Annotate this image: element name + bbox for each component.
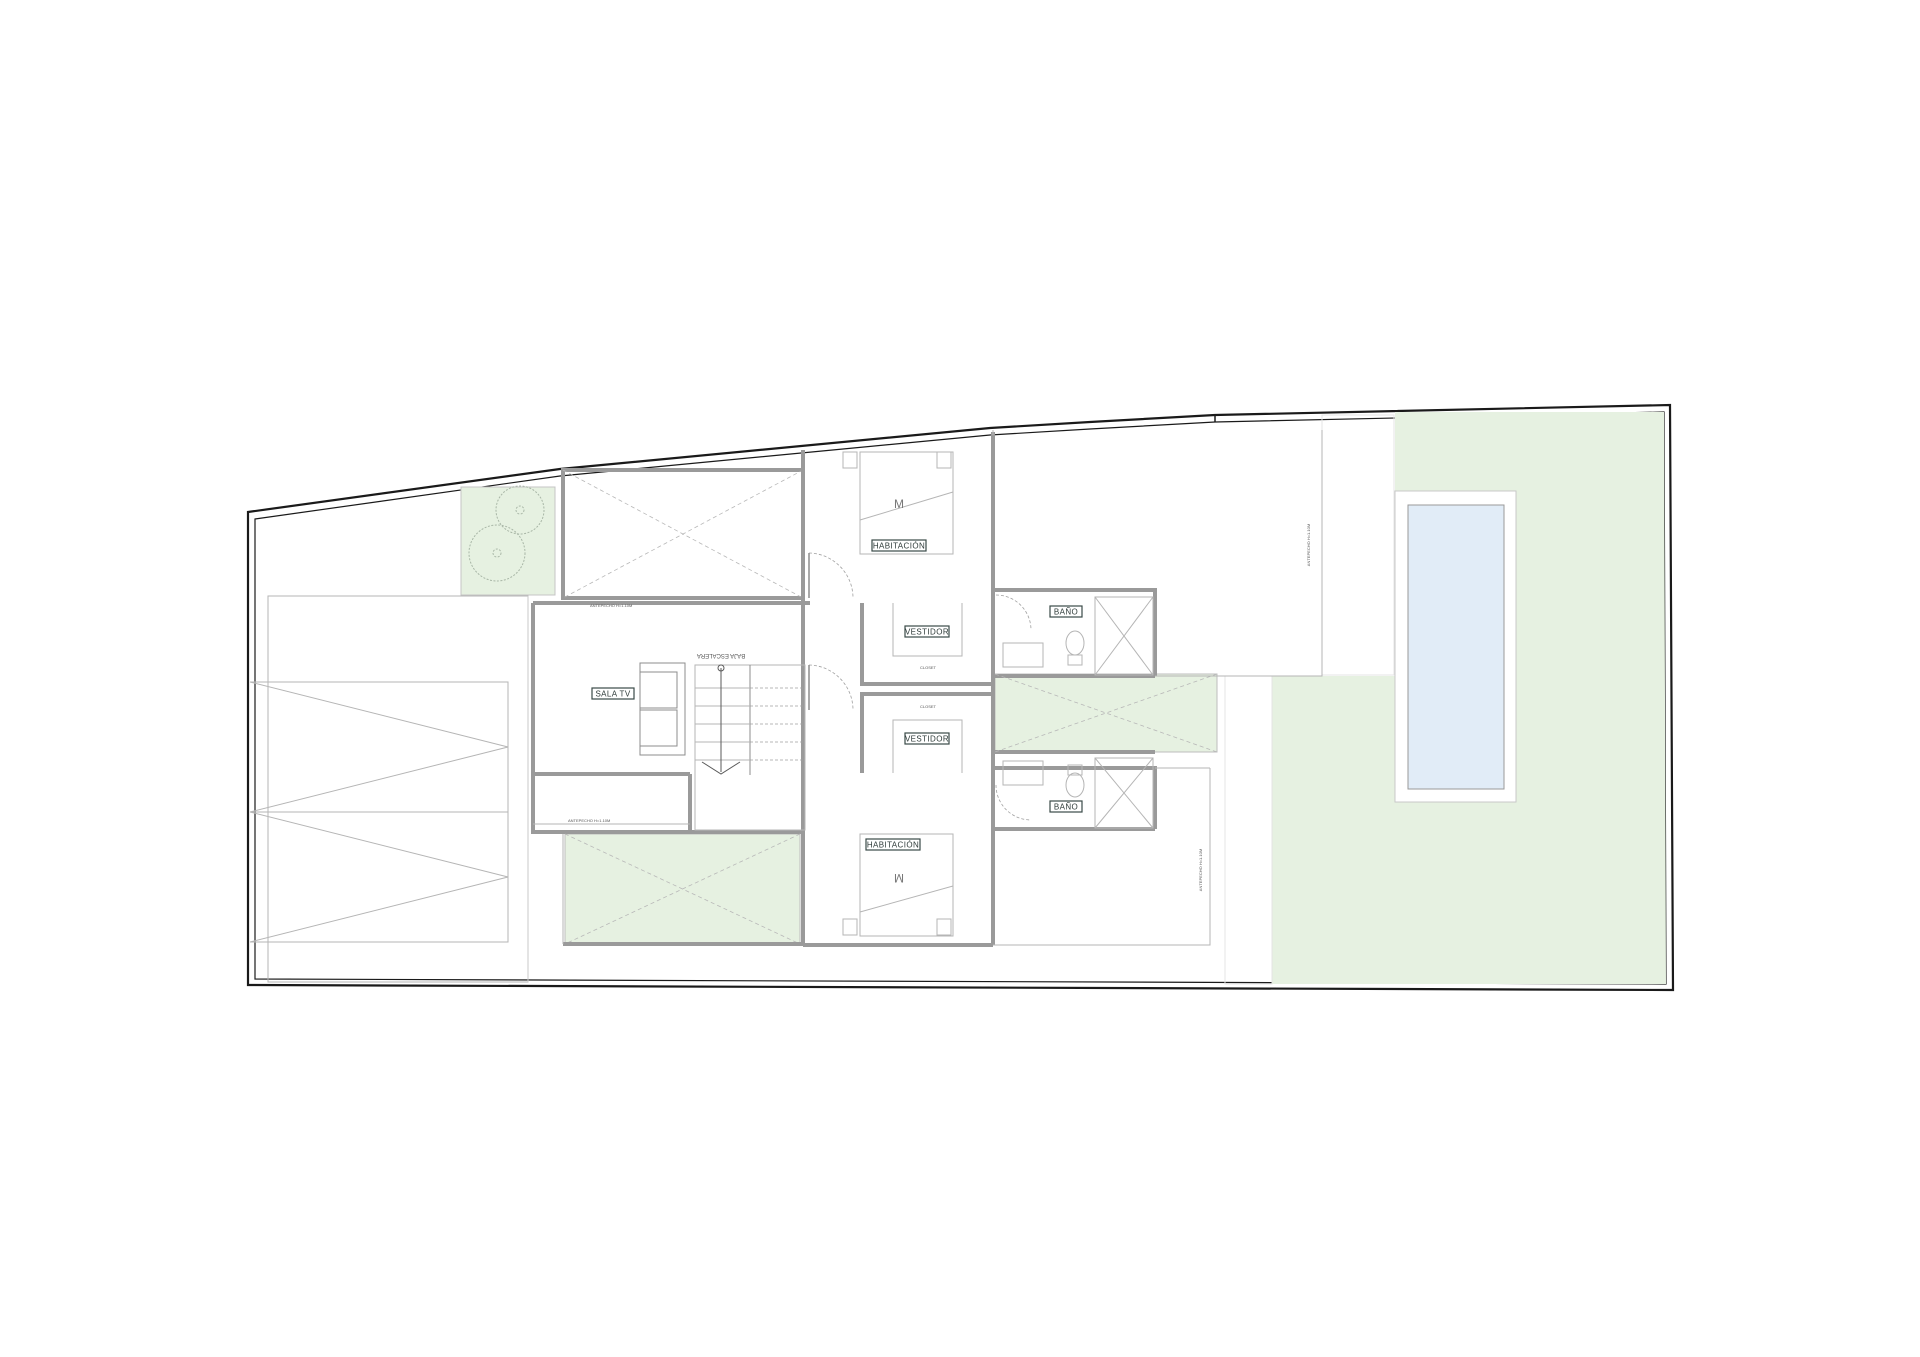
svg-text:HABITACIÓN: HABITACIÓN bbox=[873, 542, 925, 551]
sofa-icon bbox=[639, 662, 686, 756]
svg-text:SALA TV: SALA TV bbox=[595, 690, 630, 699]
pool bbox=[1394, 490, 1517, 803]
room-label-bano-bottom: BAÑO bbox=[1049, 800, 1083, 813]
svg-text:VESTIDOR: VESTIDOR bbox=[905, 735, 949, 744]
room-label-habitacion-top: HABITACIÓN bbox=[871, 539, 927, 552]
house-walls bbox=[531, 430, 1323, 947]
label-closet-top: CLOSET bbox=[920, 665, 937, 670]
room-label-sala-tv: SALA TV bbox=[591, 687, 635, 700]
bed-mark-top: M bbox=[894, 497, 904, 511]
svg-text:BAÑO: BAÑO bbox=[1054, 608, 1078, 617]
note-antepecho-4: ANTEPECHO H=1.10M bbox=[1198, 849, 1203, 891]
room-label-habitacion-bottom: HABITACIÓN bbox=[865, 838, 921, 851]
svg-text:VESTIDOR: VESTIDOR bbox=[905, 628, 949, 637]
note-antepecho-1: ANTEPECHO H=1.10M bbox=[590, 603, 632, 608]
planter-top-left bbox=[460, 486, 556, 596]
label-closet-bottom: CLOSET bbox=[920, 704, 937, 709]
stair bbox=[694, 664, 806, 831]
tree-icon bbox=[468, 485, 545, 582]
svg-text:BAÑO: BAÑO bbox=[1054, 803, 1078, 812]
carport bbox=[249, 595, 529, 983]
doors bbox=[808, 552, 1032, 821]
bed-mark-bottom: M bbox=[894, 871, 904, 885]
room-label-vestidor-bottom: VESTIDOR bbox=[904, 732, 950, 745]
lot-boundary bbox=[246, 403, 1675, 992]
room-label-bano-top: BAÑO bbox=[1049, 605, 1083, 618]
svg-text:HABITACIÓN: HABITACIÓN bbox=[867, 841, 919, 850]
room-label-vestidor-top: VESTIDOR bbox=[904, 625, 950, 638]
note-antepecho-3: ANTEPECHO H=1.10M bbox=[1306, 524, 1311, 566]
label-baja-escalera: BAJA ESCALERA bbox=[697, 652, 745, 658]
note-antepecho-2: ANTEPECHO H=1.10M bbox=[568, 818, 610, 823]
